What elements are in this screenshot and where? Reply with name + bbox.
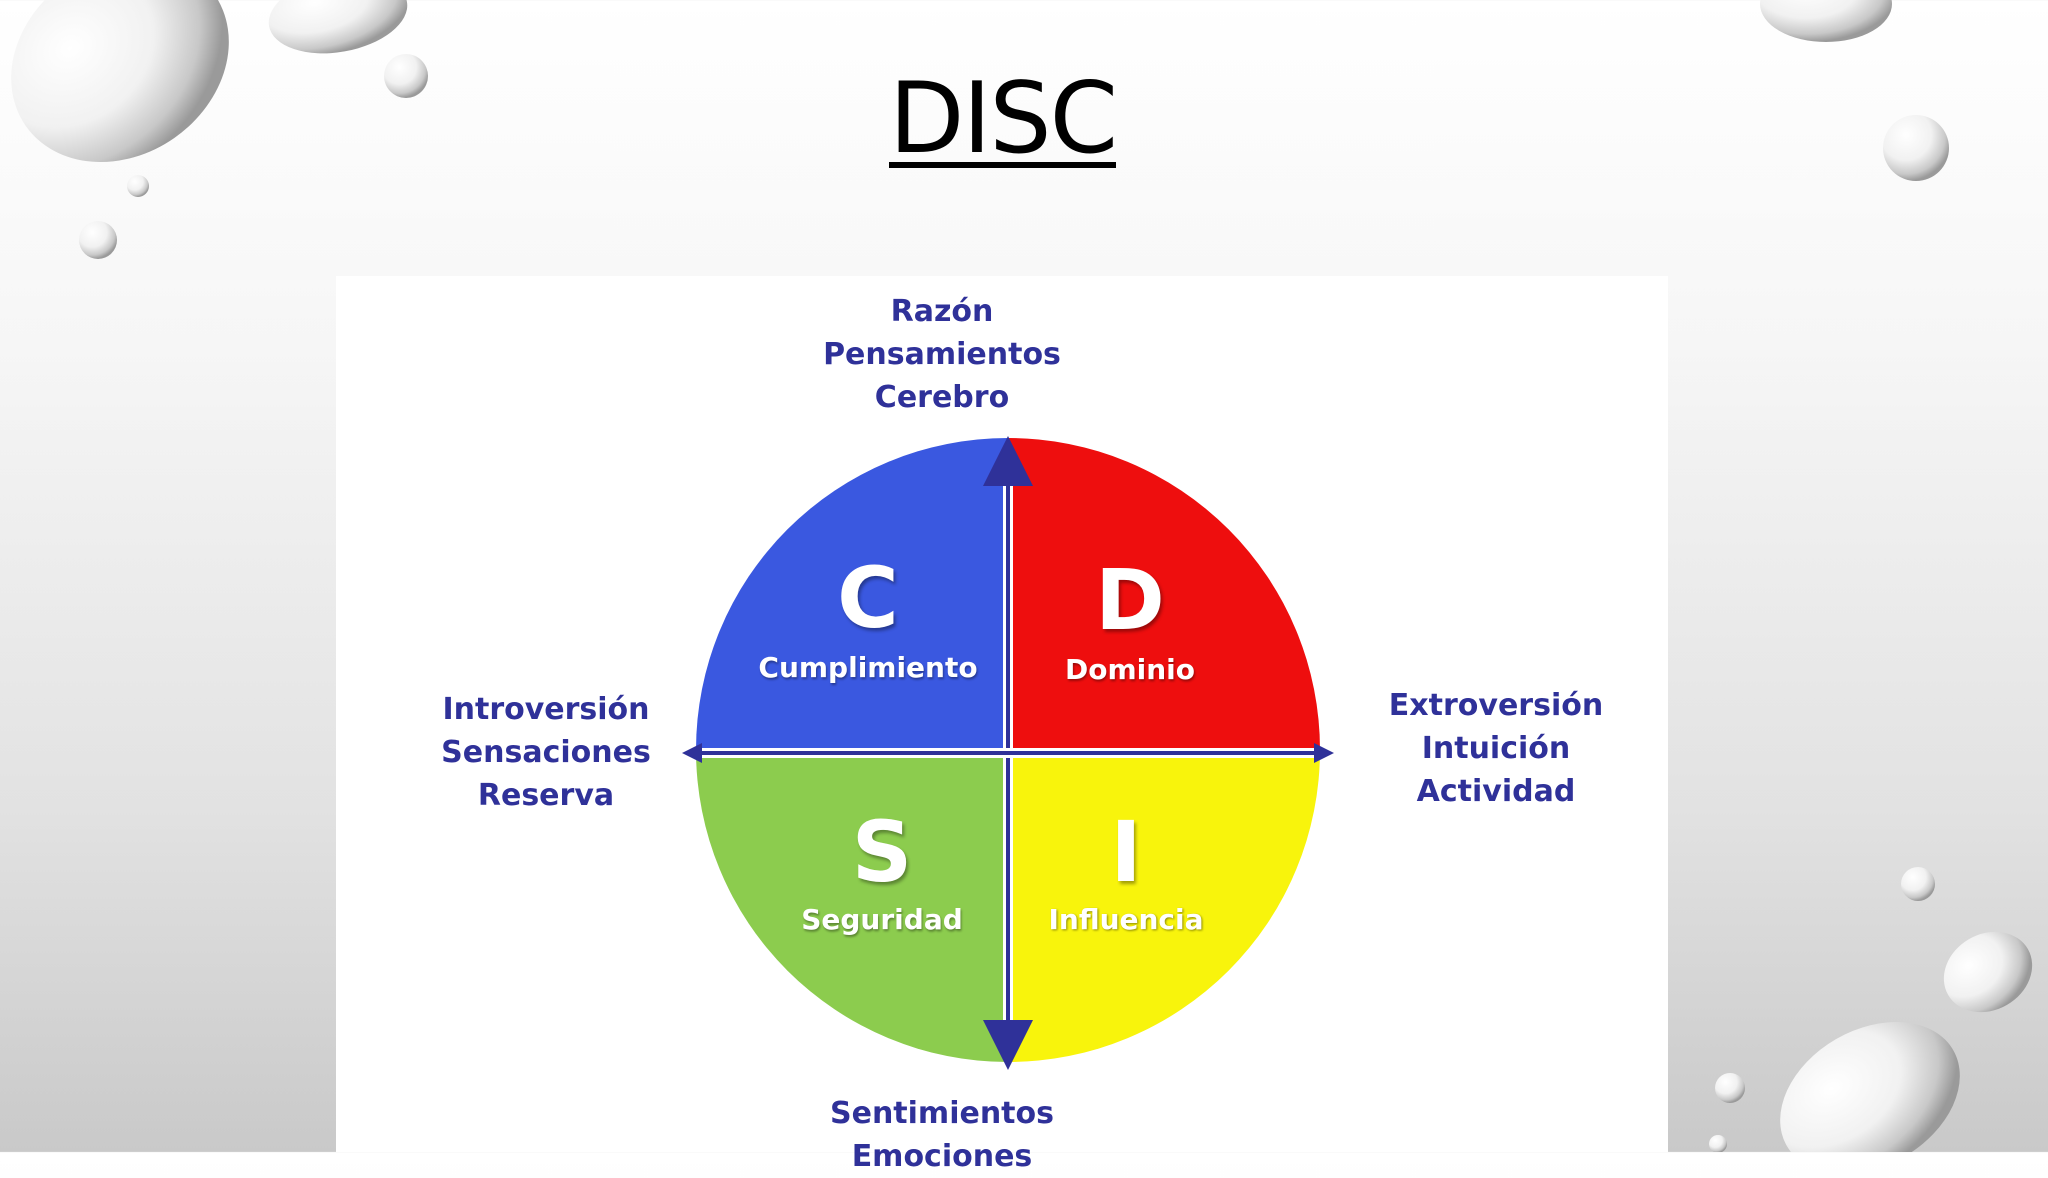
axis-label-line: Razón <box>890 294 994 329</box>
quadrant-s <box>696 750 1008 1062</box>
quadrant-i-letter: I <box>1110 803 1142 901</box>
water-drop <box>1760 0 1892 42</box>
water-drop <box>1883 115 1949 181</box>
axis-label-line: Intuición <box>1421 731 1571 766</box>
quadrant-c-label: Cumplimiento <box>758 651 978 684</box>
axis-label-line: Emociones <box>851 1139 1033 1174</box>
slide-title: DISC <box>889 62 1118 176</box>
water-drop <box>127 175 149 197</box>
water-drop <box>1901 867 1935 901</box>
water-drop <box>384 54 428 98</box>
quadrant-i-label: Influencia <box>1048 903 1204 936</box>
axis-label-top: Razón Pensamientos Cerebro <box>772 290 1112 419</box>
disc-diagram: Razón Pensamientos Cerebro Introversión … <box>336 276 1668 1174</box>
water-drop <box>79 221 117 259</box>
quadrant-s-letter: S <box>851 803 913 901</box>
axis-label-line: Cerebro <box>874 380 1010 415</box>
quadrant-c <box>696 438 1008 750</box>
axis-label-line: Sentimientos <box>830 1096 1054 1131</box>
axis-label-line: Sensaciones <box>441 735 651 770</box>
quadrant-d <box>1008 438 1320 750</box>
axis-label-right: Extroversión Intuición Actividad <box>1336 684 1656 813</box>
water-drop <box>1715 1073 1745 1103</box>
quadrant-d-label: Dominio <box>1064 653 1196 686</box>
water-drop <box>11 0 229 163</box>
quadrant-d-letter: D <box>1095 551 1165 649</box>
axis-label-line: Reserva <box>477 778 615 813</box>
quadrant-i <box>1008 750 1320 1062</box>
quadrant-c-letter: C <box>837 549 899 647</box>
quadrant-s-label: Seguridad <box>801 903 963 936</box>
water-drop <box>1780 1022 1960 1152</box>
water-drops-background <box>11 0 2033 1152</box>
axis-label-left: Introversión Sensaciones Reserva <box>386 688 706 817</box>
water-drop <box>1709 1135 1727 1152</box>
water-drop <box>268 0 408 54</box>
axis-label-line: Introversión <box>442 692 650 727</box>
disc-circle-graphic <box>682 436 1334 1070</box>
axis-label-line: Actividad <box>1416 774 1576 809</box>
water-drop <box>1943 931 2033 1013</box>
axis-label-line: Extroversión <box>1388 688 1604 723</box>
axis-label-line: Pensamientos <box>823 337 1061 372</box>
axis-label-bottom: Sentimientos Emociones <box>772 1092 1112 1178</box>
